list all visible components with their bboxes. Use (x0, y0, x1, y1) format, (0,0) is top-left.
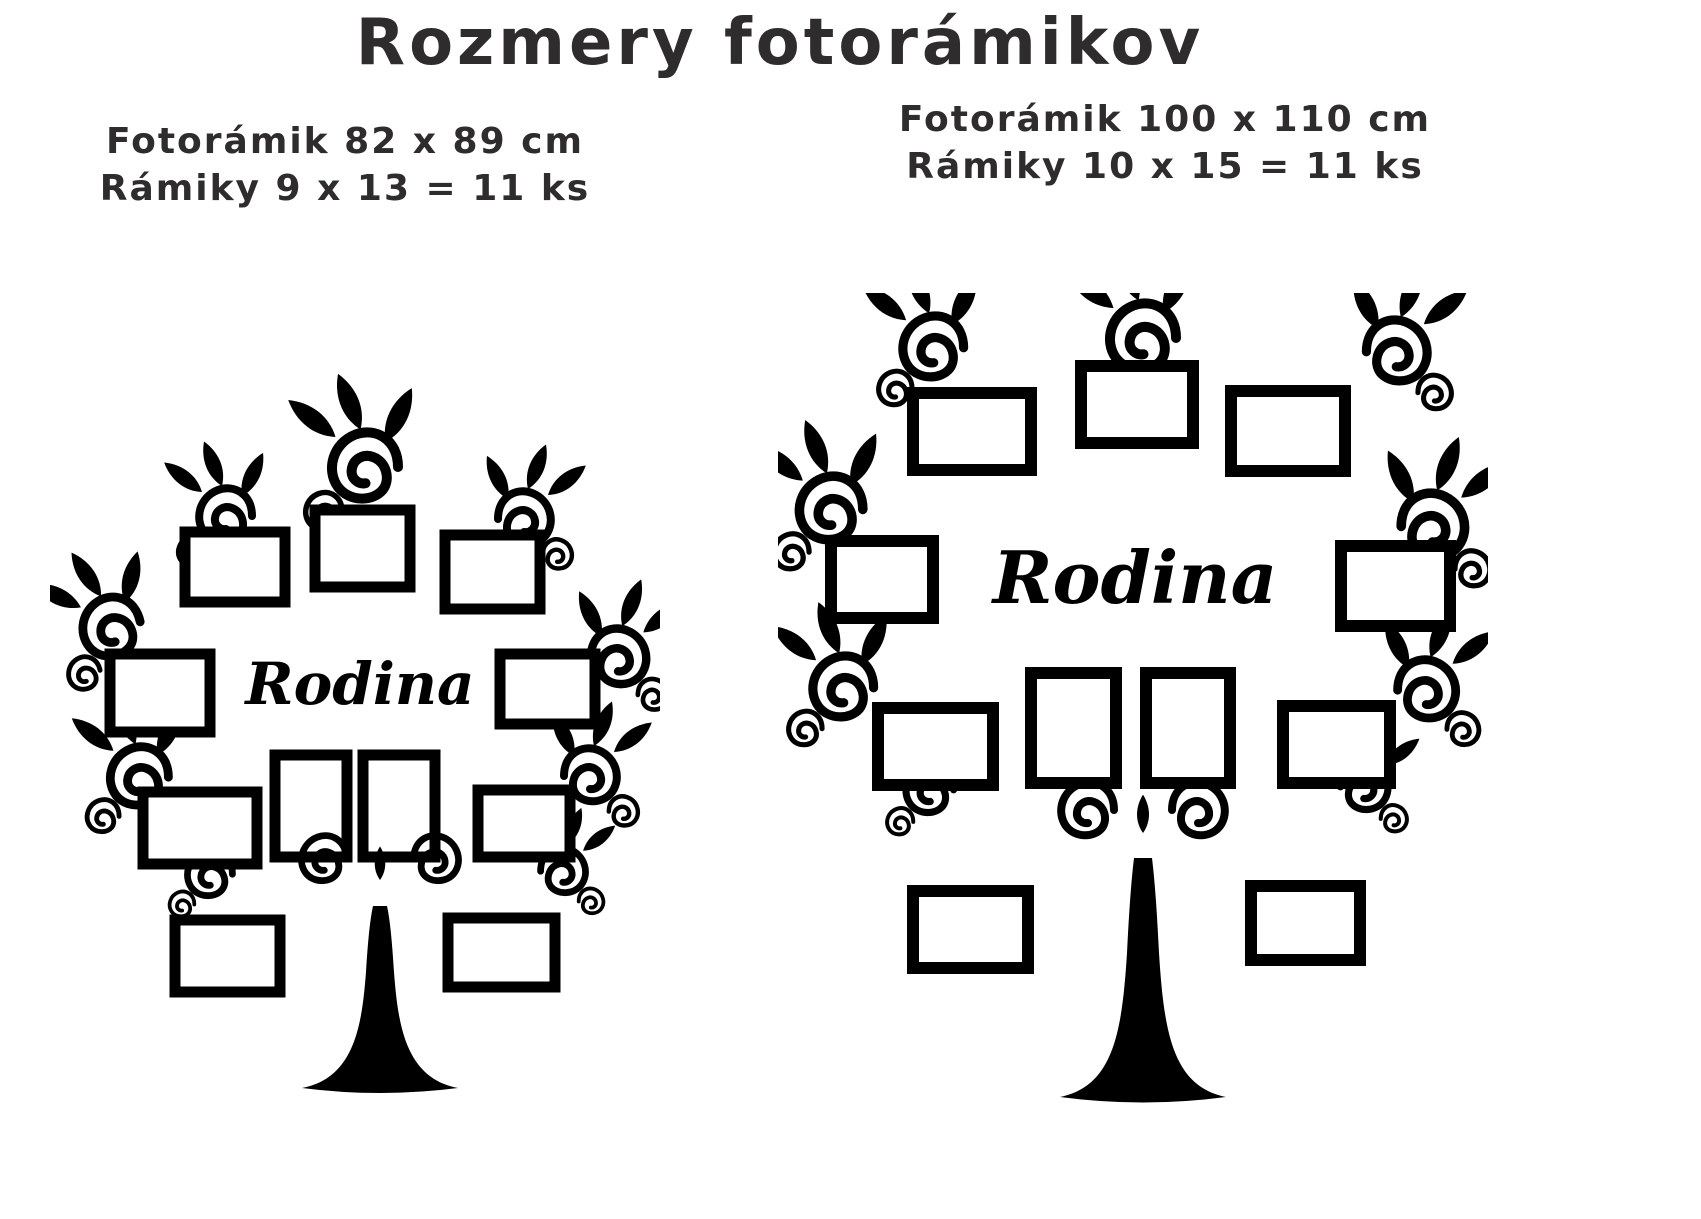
family-label: Rodina (243, 650, 474, 718)
photo-frame (1277, 700, 1396, 789)
photo-frame (179, 526, 291, 608)
page-title: Rozmery fotorámikov (355, 6, 1205, 80)
photo-frame (1025, 667, 1122, 789)
photo-frame (104, 648, 216, 738)
trunk-silhouette (302, 906, 458, 1093)
tree-trunk (302, 836, 459, 1093)
photo-frame (1225, 385, 1351, 477)
photo-frame (357, 749, 441, 863)
photo-frame (1335, 540, 1456, 632)
photo-frame (472, 784, 576, 863)
photo-frame (439, 529, 546, 615)
trunk-curl-icon (1061, 782, 1114, 835)
photo-frame (907, 387, 1037, 476)
right-spec-line-1: Fotorámik 100 x 110 cm (898, 99, 1432, 140)
photo-frame (1245, 880, 1366, 966)
photo-frame (1140, 667, 1236, 789)
trunk-silhouette (1060, 858, 1226, 1103)
photo-frame (1075, 360, 1199, 449)
photo-frame (872, 702, 999, 791)
photo-frame (907, 885, 1034, 974)
photo-frame (169, 914, 286, 998)
photo-frame (309, 504, 416, 593)
left-spec-line-2: Rámiky 9 x 13 = 11 ks (99, 168, 591, 209)
left-photo-frames (104, 504, 601, 998)
trunk-leaf-icon (1137, 794, 1149, 833)
swirl-ornament-icon (1346, 293, 1473, 409)
trunk-curl-icon (1172, 782, 1225, 835)
right-spec-line-2: Rámiky 10 x 15 = 11 ks (906, 146, 1424, 187)
right-photo-tree: Rodina (778, 293, 1488, 1103)
photo-frame (442, 912, 561, 993)
family-label: Rodina (991, 535, 1278, 620)
tree-trunk (1060, 782, 1226, 1103)
photo-frame (137, 786, 263, 870)
left-photo-tree: Rodina (50, 272, 660, 1093)
photo-frame (494, 648, 601, 730)
right-frame-specs: Fotorámik 100 x 110 cm Rámiky 10 x 15 = … (855, 96, 1475, 190)
left-spec-line-1: Fotorámik 82 x 89 cm (105, 121, 585, 162)
photo-frame (825, 535, 939, 624)
left-frame-specs: Fotorámik 82 x 89 cm Rámiky 9 x 13 = 11 … (55, 118, 635, 212)
